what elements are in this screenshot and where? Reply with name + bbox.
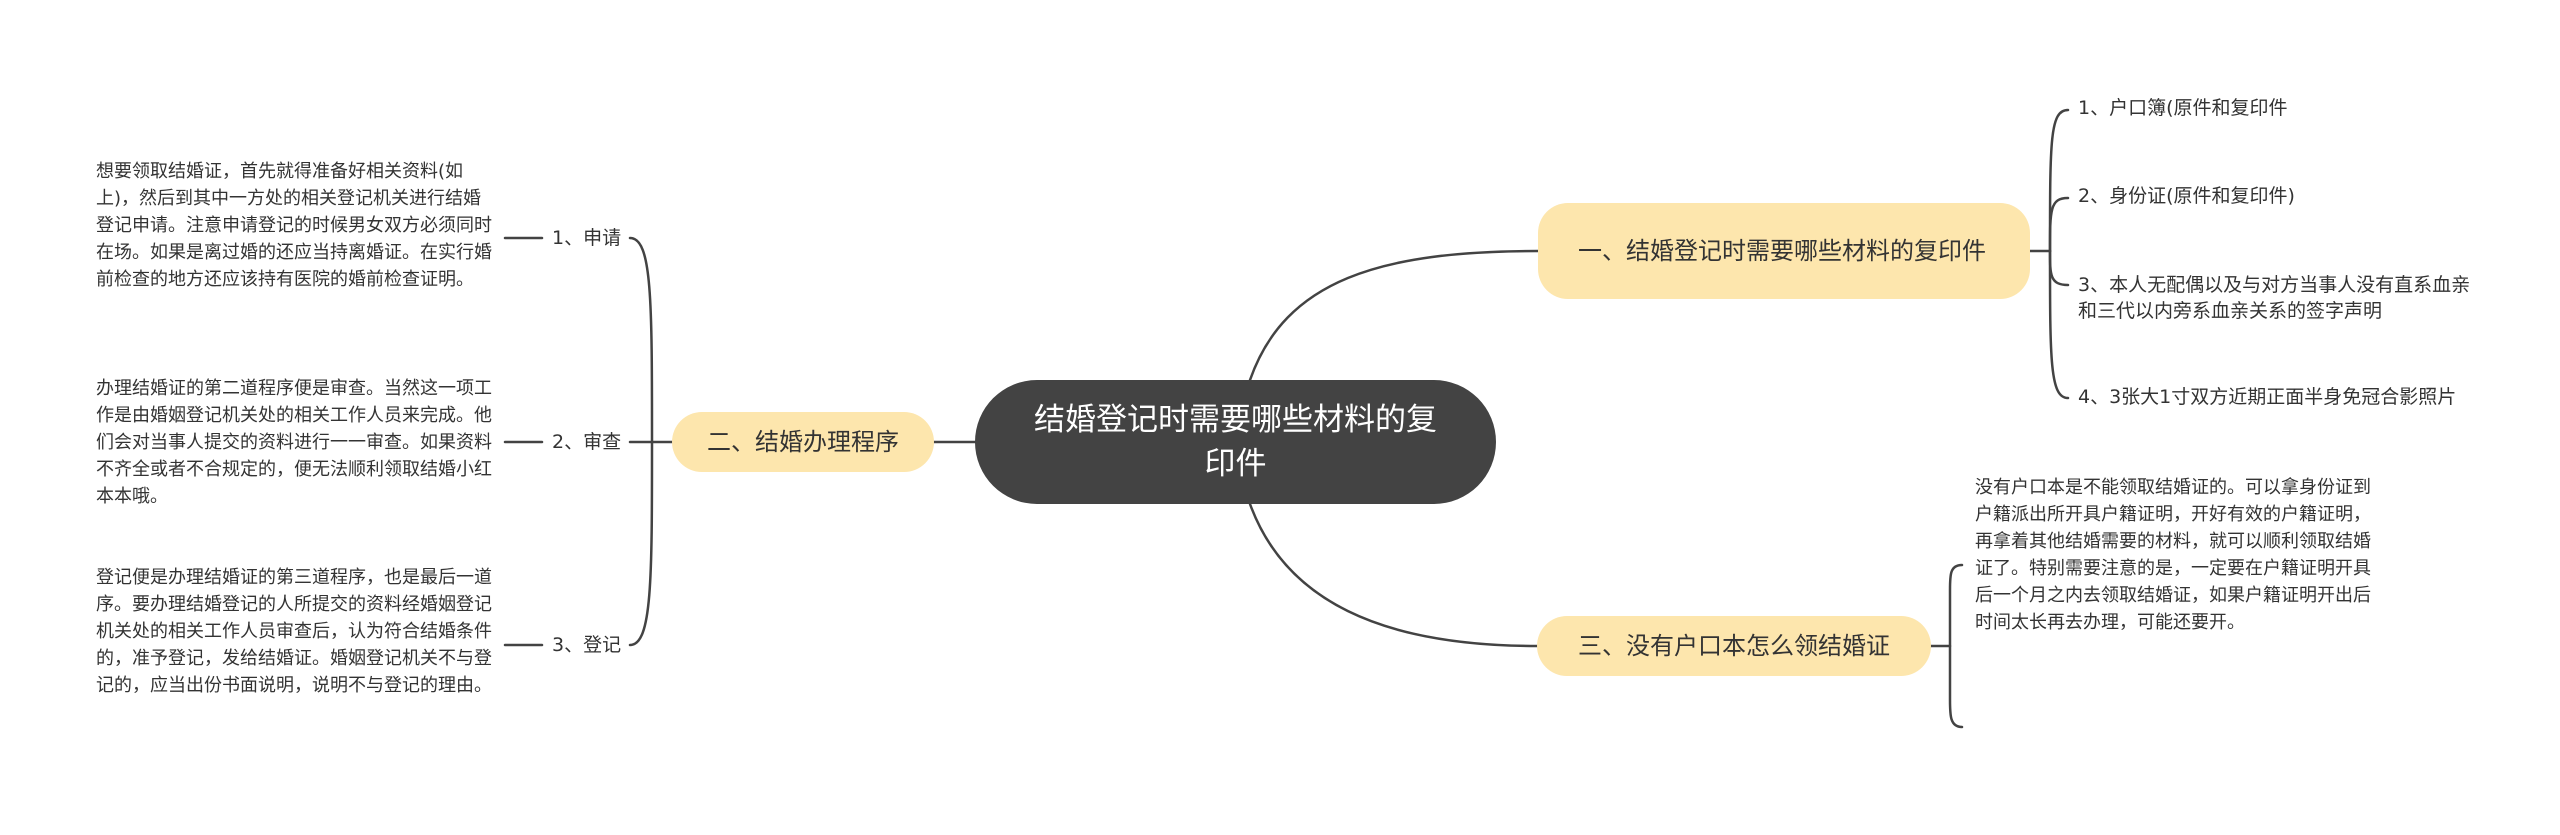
branch-procedure-title: 二、结婚办理程序 bbox=[707, 427, 899, 456]
connector-central-b3 bbox=[1248, 502, 1539, 648]
materials-item-3[interactable]: 3、本人无配偶以及与对方当事人没有直系血亲和三代以内旁系血亲关系的签字声明 bbox=[2078, 274, 2471, 322]
materials-item-4[interactable]: 4、3张大1寸双方近期正面半身免冠合影照片 bbox=[2078, 386, 2457, 408]
branch-materials[interactable]: 一、结婚登记时需要哪些材料的复印件 bbox=[1538, 203, 2030, 299]
materials-item-1[interactable]: 1、户口簿(原件和复印件 bbox=[2078, 97, 2288, 119]
connector-central-b1 bbox=[1248, 249, 1540, 382]
connector-b1-item3 bbox=[2048, 249, 2070, 287]
branch-no-hukou[interactable]: 三、没有户口本怎么领结婚证 bbox=[1537, 616, 1931, 676]
review-detail[interactable]: 办理结婚证的第二道程序便是审查。当然这一项工作是由婚姻登记机关处的相关工作人员来… bbox=[96, 378, 492, 507]
connector-b2-sub1 bbox=[628, 236, 654, 444]
branch-materials-title: 一、结婚登记时需要哪些材料的复印件 bbox=[1578, 236, 1986, 265]
no-hukou-detail[interactable]: 没有户口本是不能领取结婚证的。可以拿身份证到户籍派出所开具户籍证明，开好有效的户… bbox=[1975, 477, 2371, 633]
register-detail[interactable]: 登记便是办理结婚证的第三道程序，也是最后一道序。要办理结婚登记的人所提交的资料经… bbox=[96, 567, 492, 696]
apply-detail[interactable]: 想要领取结婚证，首先就得准备好相关资料(如上)，然后到其中一方处的相关登记机关进… bbox=[96, 161, 492, 290]
procedure-sub-apply[interactable]: 1、申请 bbox=[552, 227, 622, 249]
connector-b1-item1 bbox=[2048, 108, 2070, 253]
connector-b2-sub3 bbox=[628, 440, 654, 647]
central-topic-text: 结婚登记时需要哪些材料的复印件 bbox=[1034, 402, 1437, 482]
connector-b1-item2 bbox=[2048, 196, 2070, 253]
branch-procedure[interactable]: 二、结婚办理程序 bbox=[672, 412, 934, 472]
procedure-sub-register[interactable]: 3、登记 bbox=[552, 634, 622, 656]
central-topic[interactable]: 结婚登记时需要哪些材料的复印件 bbox=[975, 380, 1496, 504]
connector-b1-item4 bbox=[2048, 249, 2070, 400]
connector-b3-bracket bbox=[1948, 563, 1964, 729]
procedure-sub-review[interactable]: 2、审查 bbox=[552, 431, 622, 453]
materials-item-2[interactable]: 2、身份证(原件和复印件) bbox=[2078, 185, 2295, 207]
branch-no-hukou-title: 三、没有户口本怎么领结婚证 bbox=[1578, 631, 1890, 660]
